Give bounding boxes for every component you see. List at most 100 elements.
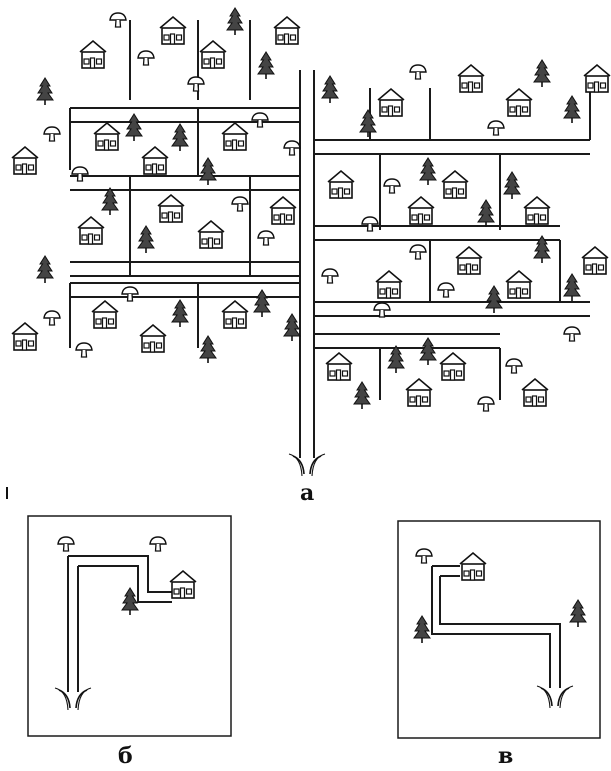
road-fork-icon [55,688,91,710]
edge-mark [6,487,8,499]
house-icon [326,353,352,380]
caption-b: б [118,745,133,767]
house-icon [442,171,468,198]
fir-tree-icon [122,588,138,615]
house-icon [140,325,166,352]
house-icon [584,65,610,92]
mushroom-icon [374,303,390,317]
house-icon [222,301,248,328]
fir-tree-icon [37,78,53,105]
panel-b-roads [68,556,172,692]
fir-tree-icon [254,290,270,317]
mushroom-icon [362,217,378,231]
mushroom-icon [44,311,60,325]
house-icon [170,571,196,598]
fir-tree-icon [414,616,430,643]
house-icon [270,197,296,224]
house-icon [506,89,532,116]
mushroom-icon [506,359,522,373]
road-fork-icon [537,686,573,708]
panel-b-frame [28,516,231,736]
house-icon [440,353,466,380]
fir-tree-icon [126,114,142,141]
house-icon [456,247,482,274]
house-icon [522,379,548,406]
house-icon [460,553,486,580]
house-icon [582,247,608,274]
house-icon [408,197,434,224]
house-icon [12,323,38,350]
fir-tree-icon [570,600,586,627]
house-icon [92,301,118,328]
house-icon [378,89,404,116]
fir-tree-icon [388,346,404,373]
fir-tree-icon [478,200,494,227]
caption-c: в [498,745,513,767]
mushroom-icon [258,231,274,245]
mushroom-icon [150,537,166,551]
house-icon [376,271,402,298]
mushroom-icon [284,141,300,155]
fir-tree-icon [564,96,580,123]
house-icon [458,65,484,92]
fir-tree-icon [37,256,53,283]
fir-tree-icon [420,158,436,185]
mushroom-icon [488,121,504,135]
house-icon [198,221,224,248]
mushroom-icon [122,287,138,301]
mushroom-icon [44,127,60,141]
fir-tree-icon [360,110,376,137]
fir-tree-icon [138,226,154,253]
fir-tree-icon [258,52,274,79]
road-fork-icon [289,454,325,476]
fir-tree-icon [172,124,188,151]
house-icon [78,217,104,244]
house-icon [506,271,532,298]
mushroom-icon [76,343,92,357]
fir-tree-icon [564,274,580,301]
fir-tree-icon [504,172,520,199]
house-icon [274,17,300,44]
house-icon [406,379,432,406]
fir-tree-icon [534,60,550,87]
panel-a-houses [12,17,610,406]
mushroom-icon [416,549,432,563]
mushroom-icon [110,13,126,27]
mushroom-icon [410,245,426,259]
mushroom-icon [478,397,494,411]
mushroom-icon [232,197,248,211]
mushroom-icon [410,65,426,79]
mushroom-icon [564,327,580,341]
fir-tree-icon [102,188,118,215]
fir-tree-icon [322,76,338,103]
fir-tree-icon [284,314,300,341]
fir-tree-icon [227,8,243,35]
house-icon [222,123,248,150]
fir-tree-icon [172,300,188,327]
mushroom-icon [58,537,74,551]
caption-a: а [300,482,314,504]
mushroom-icon [72,167,88,181]
house-icon [158,195,184,222]
mushroom-icon [252,113,268,127]
house-icon [80,41,106,68]
house-icon [94,123,120,150]
fir-tree-icon [486,286,502,313]
mushroom-icon [322,269,338,283]
fir-tree-icon [354,382,370,409]
fir-tree-icon [200,336,216,363]
house-icon [524,197,550,224]
panel-c-roads [432,566,560,688]
house-icon [200,41,226,68]
fir-tree-icon [200,158,216,185]
mushroom-icon [188,77,204,91]
house-icon [142,147,168,174]
house-icon [328,171,354,198]
mushroom-icon [384,179,400,193]
fir-tree-icon [420,338,436,365]
mushroom-icon [438,283,454,297]
house-icon [160,17,186,44]
mushroom-icon [138,51,154,65]
house-icon [12,147,38,174]
